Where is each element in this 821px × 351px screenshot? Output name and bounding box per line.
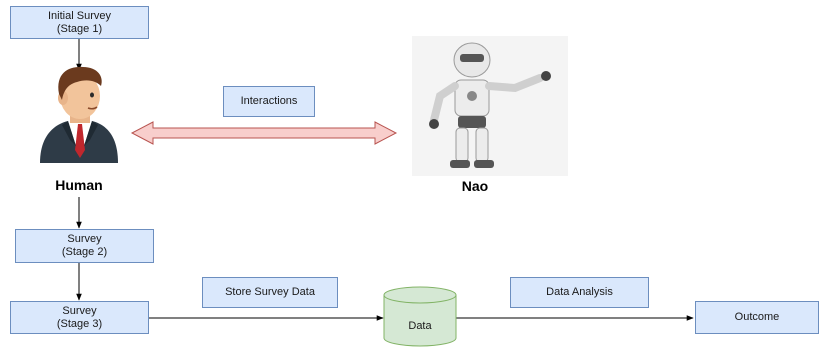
survey-stage3-stage: (Stage 3) <box>56 317 103 330</box>
data-cylinder <box>383 286 457 347</box>
nao-caption: Nao <box>461 178 489 194</box>
survey-stage2-label: Survey <box>67 233 102 245</box>
outcome-label: Outcome <box>734 311 780 323</box>
interaction-double-arrow <box>130 121 398 145</box>
initial-survey-stage: (Stage 1) <box>56 22 103 35</box>
initial-survey-label: Initial Survey <box>48 9 111 22</box>
data-store-label: Data <box>408 320 432 332</box>
survey-stage3-box: Survey (Stage 3) <box>10 301 149 334</box>
store-survey-data-label: Store Survey Data <box>225 286 315 298</box>
store-survey-data-box: Store Survey Data <box>202 277 338 308</box>
nao-robot-icon <box>412 36 568 176</box>
initial-survey-box: Initial Survey (Stage 1) <box>10 6 149 39</box>
interactions-label: Interactions <box>240 95 298 107</box>
survey-stage2-stage: (Stage 2) <box>61 246 108 258</box>
businessman-icon <box>40 66 118 163</box>
interactions-box: Interactions <box>223 86 315 117</box>
data-analysis-label: Data Analysis <box>546 286 613 298</box>
survey-stage3-label: Survey <box>62 304 97 317</box>
survey-stage2-box: Survey (Stage 2) <box>15 229 154 263</box>
human-caption: Human <box>55 177 103 193</box>
data-analysis-box: Data Analysis <box>510 277 649 308</box>
outcome-box: Outcome <box>695 301 819 334</box>
